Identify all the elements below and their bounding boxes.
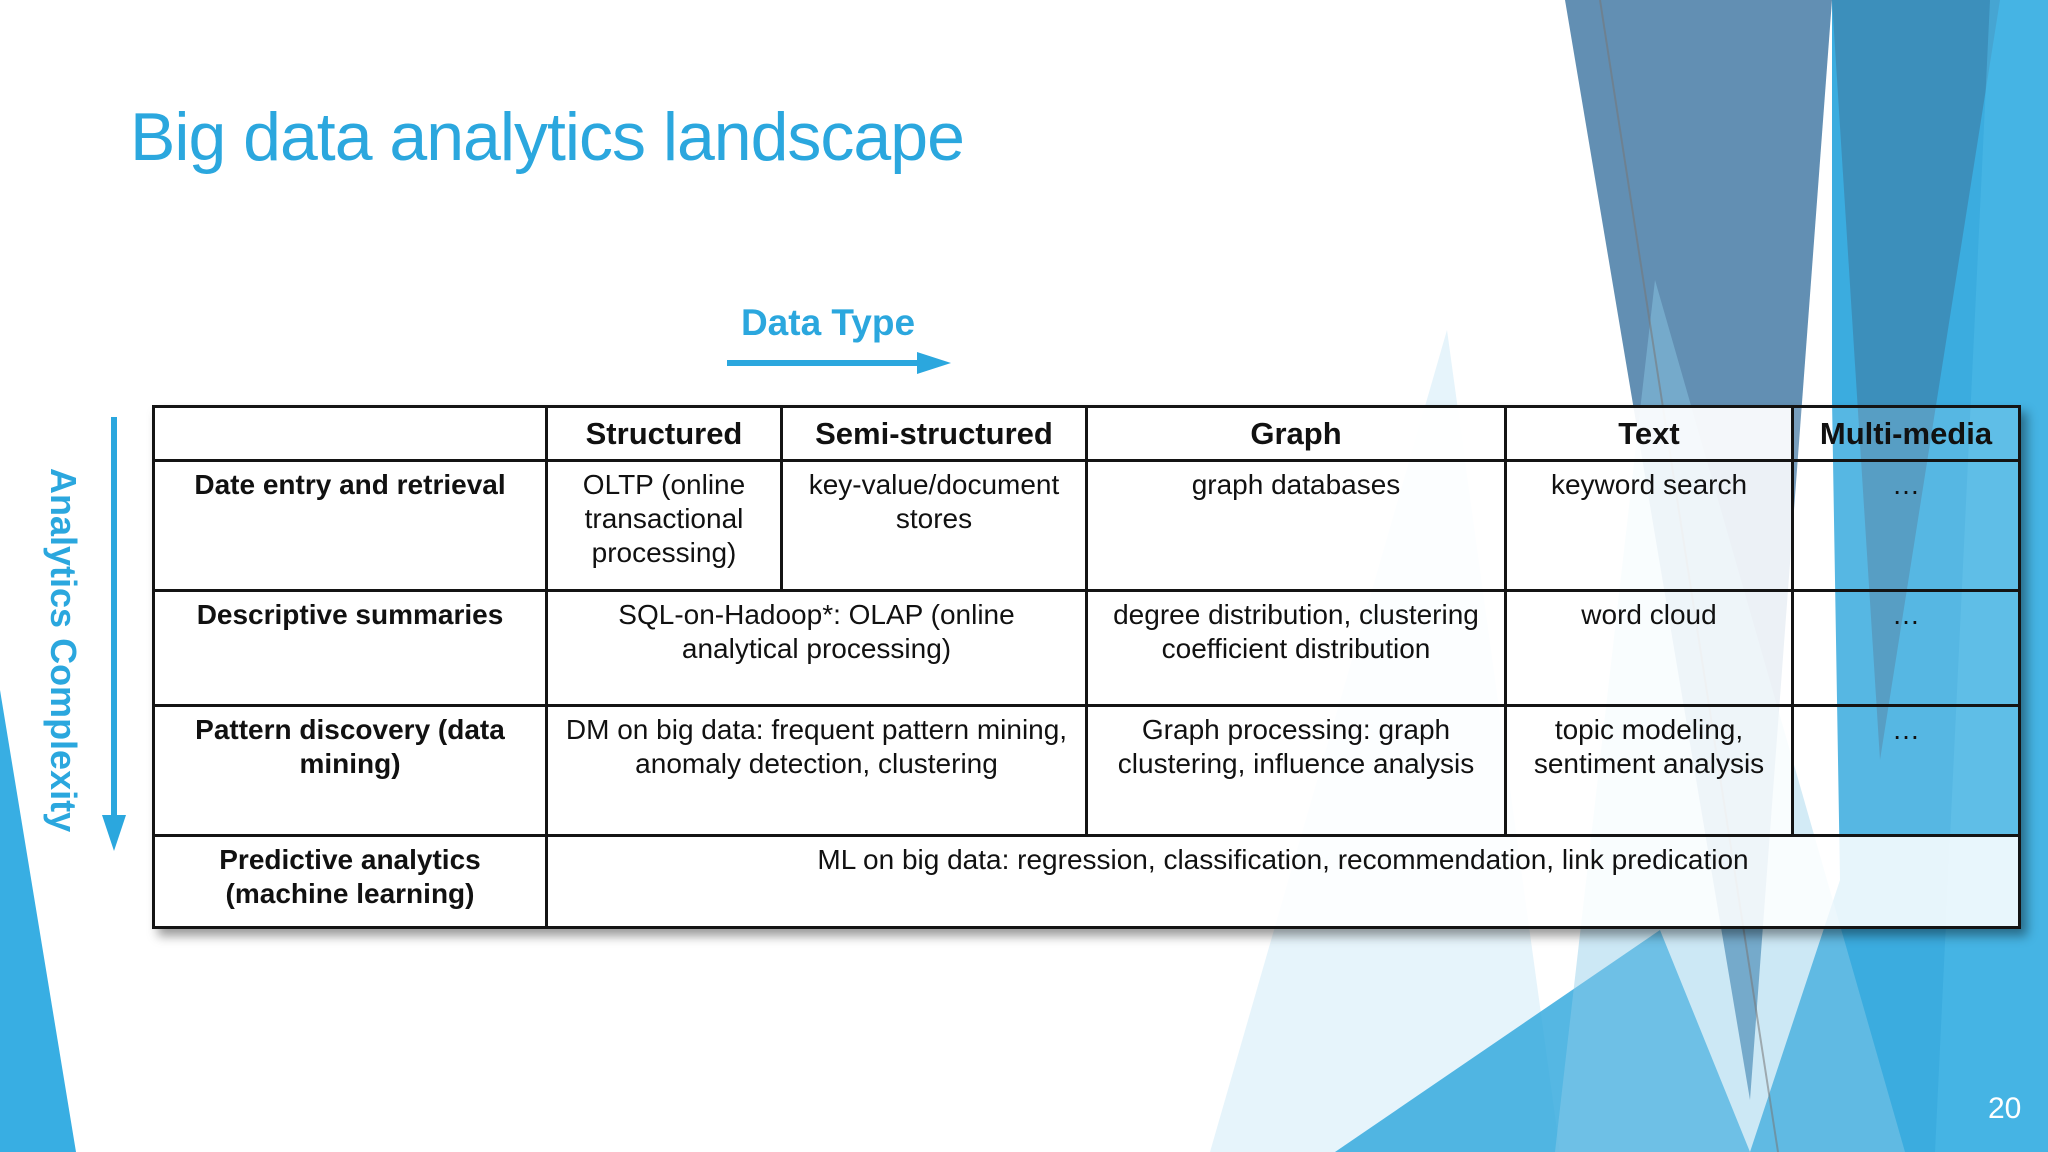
- row-label-predictive: Predictive analytics (machine learning): [152, 833, 548, 929]
- cell-multimedia-ellipsis: …: [1791, 458, 2021, 592]
- decor-left-wedge: [0, 690, 76, 1152]
- cell-ml-on-big-data: ML on big data: regression, classificati…: [545, 833, 2021, 929]
- analytics-landscape-table: Structured Semi-structured Graph Text Mu…: [152, 405, 2021, 929]
- row-label-data-entry: Date entry and retrieval: [152, 458, 548, 592]
- data-type-arrow-icon: [727, 352, 951, 374]
- page-number: 20: [1988, 1092, 2022, 1125]
- cell-multimedia-ellipsis: …: [1791, 588, 2021, 707]
- row-label-pattern-discovery: Pattern discovery (data mining): [152, 703, 548, 837]
- decor-bright-wedge: [1335, 930, 1750, 1152]
- table-header-row: Structured Semi-structured Graph Text Mu…: [152, 405, 2021, 462]
- cell-key-value-stores: key-value/document stores: [780, 458, 1088, 592]
- cell-keyword-search: keyword search: [1504, 458, 1794, 592]
- cell-multimedia-ellipsis: …: [1791, 703, 2021, 837]
- table-row: Pattern discovery (data mining) DM on bi…: [152, 703, 2021, 837]
- cell-dm-on-big-data: DM on big data: frequent pattern mining,…: [545, 703, 1088, 837]
- cell-sql-on-hadoop: SQL-on-Hadoop*: OLAP (online analytical …: [545, 588, 1088, 707]
- cell-degree-distribution: degree distribution, clustering coeffici…: [1085, 588, 1507, 707]
- header-empty: [152, 405, 548, 462]
- header-text: Text: [1504, 405, 1794, 462]
- data-type-label: Data Type: [740, 302, 916, 343]
- cell-graph-databases: graph databases: [1085, 458, 1507, 592]
- header-graph: Graph: [1085, 405, 1507, 462]
- row-label-descriptive: Descriptive summaries: [152, 588, 548, 707]
- cell-topic-modeling: topic modeling, sentiment analysis: [1504, 703, 1794, 837]
- table-row: Descriptive summaries SQL-on-Hadoop*: OL…: [152, 588, 2021, 707]
- analytics-complexity-label: Analytics Complexity: [43, 467, 84, 833]
- cell-graph-processing: Graph processing: graph clustering, infl…: [1085, 703, 1507, 837]
- cell-word-cloud: word cloud: [1504, 588, 1794, 707]
- header-semi-structured: Semi-structured: [780, 405, 1088, 462]
- analytics-complexity-arrow-icon: [102, 417, 126, 851]
- header-multi-media: Multi-media: [1791, 405, 2021, 462]
- table-row: Predictive analytics (machine learning) …: [152, 833, 2021, 929]
- cell-oltp: OLTP (online transactional processing): [545, 458, 783, 592]
- table-row: Date entry and retrieval OLTP (online tr…: [152, 458, 2021, 592]
- slide-title: Big data analytics landscape: [130, 99, 965, 175]
- header-structured: Structured: [545, 405, 783, 462]
